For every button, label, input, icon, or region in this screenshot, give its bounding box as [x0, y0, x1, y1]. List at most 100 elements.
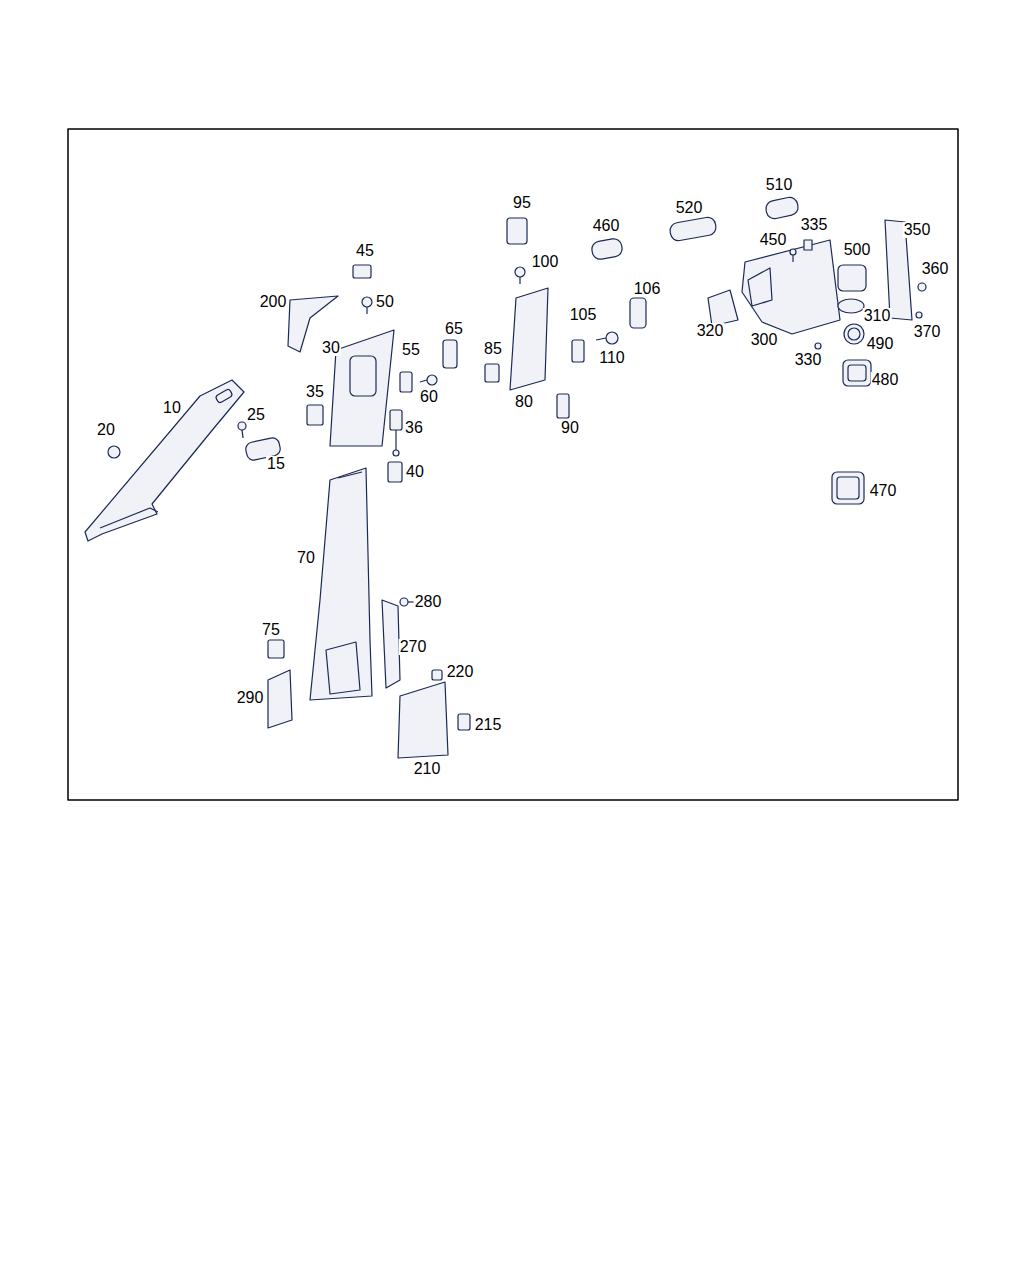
screw: [400, 598, 414, 606]
callout-number: 335: [800, 217, 829, 233]
part-outline: [350, 356, 376, 396]
part-outline: [832, 472, 864, 504]
part-outline: [395, 430, 396, 450]
callout-number: 25: [246, 407, 266, 423]
bracket: [507, 218, 527, 244]
ring: [844, 324, 864, 344]
callout-number: 45: [355, 243, 375, 259]
callout-number: 50: [375, 294, 395, 310]
callout-number: 75: [261, 622, 281, 638]
screw: [238, 422, 246, 438]
part-outline: [515, 267, 525, 277]
clip: [353, 265, 371, 278]
screw: [362, 297, 372, 314]
callout-number: 20: [96, 422, 116, 438]
callout-number: 220: [446, 664, 475, 680]
clip: [307, 405, 323, 425]
part-outline: [242, 430, 243, 438]
clip: [630, 298, 646, 328]
callout-number: 300: [750, 332, 779, 348]
callout-number: 450: [759, 232, 788, 248]
callout-number: 10: [162, 400, 182, 416]
part-outline: [790, 249, 796, 255]
callout-number: 80: [514, 394, 534, 410]
screw: [790, 249, 796, 262]
connector: [390, 410, 402, 456]
clip: [557, 394, 569, 418]
callout-number: 460: [592, 218, 621, 234]
part-outline: [792, 255, 793, 262]
part-outline: [420, 380, 427, 382]
cover: [838, 265, 866, 291]
callout-number: 85: [483, 341, 503, 357]
callout-number: 520: [675, 200, 704, 216]
callout-number: 510: [765, 177, 794, 193]
frame: [68, 129, 958, 800]
part-outline: [310, 468, 372, 700]
callout-number: 35: [305, 384, 325, 400]
callout-number: 60: [419, 389, 439, 405]
screw: [420, 375, 437, 385]
lower-cover: [398, 682, 448, 758]
callout-number: 70: [296, 550, 316, 566]
part-outline: [85, 380, 244, 541]
part-outline: [606, 332, 618, 344]
callout-number: 55: [401, 342, 421, 358]
callout-number: 100: [531, 254, 560, 270]
callout-number: 320: [696, 323, 725, 339]
callout-number: 210: [413, 761, 442, 777]
callout-number: 36: [404, 420, 424, 436]
part-outline: [68, 129, 958, 800]
frame-insert: [832, 472, 864, 504]
part-outline: [844, 324, 864, 344]
a-pillar-trim: [85, 380, 244, 541]
part-outline: [848, 365, 866, 381]
screw: [596, 332, 618, 344]
callout-number: 270: [399, 639, 428, 655]
clip: [268, 640, 284, 658]
part-outline: [400, 598, 408, 606]
callout-number: 65: [444, 321, 464, 337]
cover: [708, 290, 738, 326]
callout-number: 480: [871, 372, 900, 388]
part-outline: [596, 338, 606, 340]
callout-number: 310: [863, 308, 892, 324]
part-outline: [362, 297, 372, 307]
part-outline: [326, 642, 360, 694]
part-outline: [843, 360, 871, 386]
part-outline: [519, 277, 520, 284]
c-pillar-trim: [510, 288, 548, 390]
ring: [591, 238, 624, 261]
callout-number: 470: [869, 483, 898, 499]
callout-number: 370: [913, 324, 942, 340]
screw: [515, 267, 525, 284]
cover: [838, 299, 864, 313]
callout-number: 15: [266, 456, 286, 472]
screw: [108, 446, 120, 458]
part-outline: [748, 268, 772, 306]
part-outline: [393, 450, 399, 456]
part-outline: [427, 375, 437, 385]
clip: [572, 340, 584, 362]
part-outline: [238, 422, 246, 430]
ring: [764, 196, 799, 220]
callout-number: 110: [598, 350, 626, 366]
callout-number: 90: [560, 420, 580, 436]
callout-number: 360: [921, 261, 950, 277]
ring: [669, 216, 717, 242]
trim-strip: [382, 600, 400, 688]
part-outline: [742, 240, 840, 334]
frame-insert: [843, 360, 871, 386]
callout-number: 30: [321, 340, 341, 356]
callout-number: 105: [569, 307, 598, 323]
callout-number: 106: [633, 281, 662, 297]
part-outline: [837, 477, 859, 499]
part-outline: [848, 328, 860, 340]
part-outline: [366, 307, 367, 314]
clip: [400, 372, 412, 392]
callout-number: 280: [414, 594, 443, 610]
part-outline: [100, 508, 158, 528]
b-pillar-lower-trim: [310, 468, 372, 700]
part-outline: [338, 472, 362, 478]
